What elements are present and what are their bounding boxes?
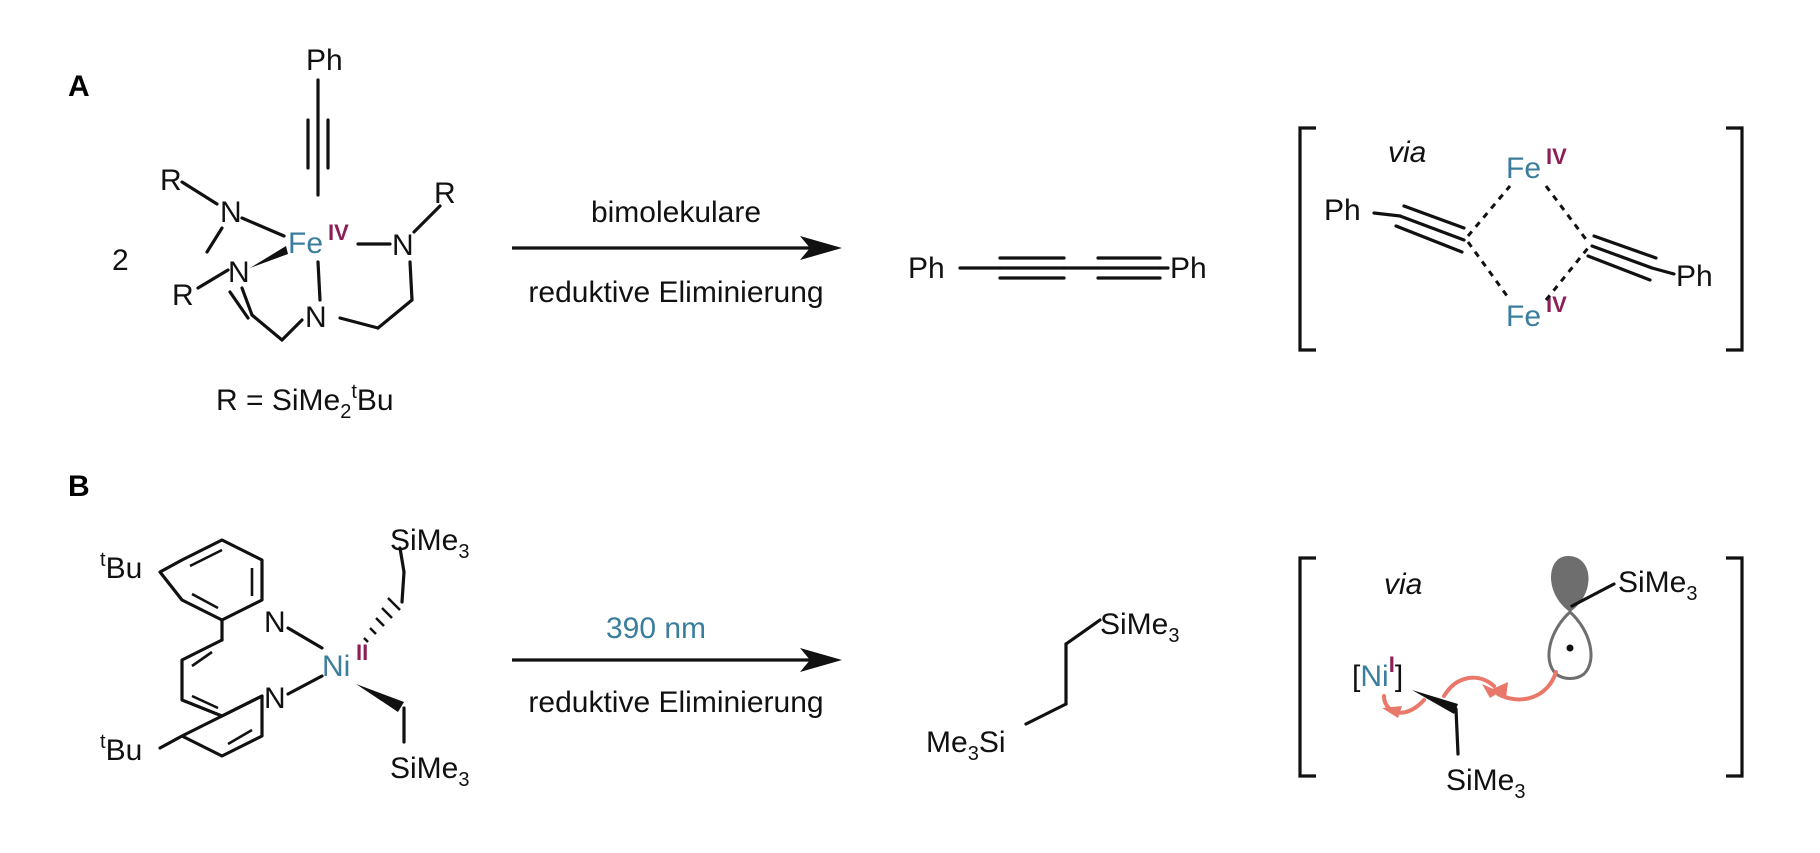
r-label: R <box>434 177 456 210</box>
ni-complex: tBu tBu N N Ni II SiMe3 <box>100 524 469 791</box>
ph-label: Ph <box>1170 252 1207 285</box>
fe-oxidation: IV <box>328 220 349 245</box>
svg-text:R = SiMe2tBu: R = SiMe2tBu <box>216 381 394 423</box>
coefficient: 2 <box>112 244 129 277</box>
svg-text:SiMe3: SiMe3 <box>390 752 469 791</box>
arrow-label-bottom: reduktive Eliminierung <box>528 686 823 719</box>
fe-complex: Ph Fe IV N R N R N R N <box>160 44 456 342</box>
n-atom: N <box>392 229 414 262</box>
n-atom: N <box>264 606 286 639</box>
svg-text:tBu: tBu <box>100 549 142 585</box>
substituent-definition: R = SiMe2tBu <box>216 381 394 423</box>
ph-label: Ph <box>1324 194 1361 227</box>
via-label: via <box>1384 568 1422 601</box>
svg-text:Me3Si: Me3Si <box>926 726 1006 765</box>
r-label: R <box>172 279 194 312</box>
r-label: R <box>160 164 182 197</box>
ni-atom: Ni <box>322 650 350 683</box>
panel-label-a: A <box>68 70 90 103</box>
arrow-label-top: bimolekulare <box>591 196 761 229</box>
intermediate-bracket: via Ph Fe IV Fe IV Ph <box>1298 126 1744 352</box>
ph-label: Ph <box>908 252 945 285</box>
svg-text:SiMe3: SiMe3 <box>1618 566 1697 605</box>
ph-label: Ph <box>1676 260 1713 293</box>
fishhook-head <box>1490 682 1508 698</box>
n-atom: N <box>264 682 286 715</box>
fishhook-head <box>1382 706 1402 718</box>
svg-text:tBu: tBu <box>100 731 142 767</box>
fishhook-arrow <box>1442 675 1496 698</box>
svg-text:SiMe3: SiMe3 <box>390 524 469 563</box>
fe-oxidation: IV <box>1546 144 1567 169</box>
diyne-product: Ph Ph <box>908 252 1207 285</box>
svg-text:[NiI]: [NiI] <box>1352 652 1403 693</box>
fe-atom: Fe <box>1506 152 1541 185</box>
reaction-arrow: bimolekulare reduktive Eliminierung <box>512 196 842 309</box>
ph-label: Ph <box>306 44 343 77</box>
reaction-arrow: 390 nm reduktive Eliminierung <box>512 612 842 719</box>
intermediate-bracket: via SiMe3 [NiI] SiMe3 <box>1298 556 1744 803</box>
svg-text:SiMe3: SiMe3 <box>1446 764 1525 803</box>
fe-oxidation: IV <box>1546 292 1567 317</box>
ni-oxidation: II <box>356 640 368 665</box>
n-atom: N <box>228 256 250 289</box>
fishhook-head <box>1482 684 1500 698</box>
arrow-label-top: 390 nm <box>606 612 706 645</box>
arrow-label-bottom: reduktive Eliminierung <box>528 276 823 309</box>
panel-label-b: B <box>68 470 90 503</box>
fe-atom: Fe <box>1506 300 1541 333</box>
via-label: via <box>1388 136 1426 169</box>
orbital-lobe-filled <box>1551 556 1589 612</box>
radical-dot <box>1566 644 1574 652</box>
svg-text:SiMe3: SiMe3 <box>1100 608 1179 647</box>
fe-atom: Fe <box>288 227 323 260</box>
disilylethane-product: SiMe3 Me3Si <box>926 608 1179 765</box>
n-atom: N <box>220 196 242 229</box>
n-atom: N <box>305 301 327 334</box>
